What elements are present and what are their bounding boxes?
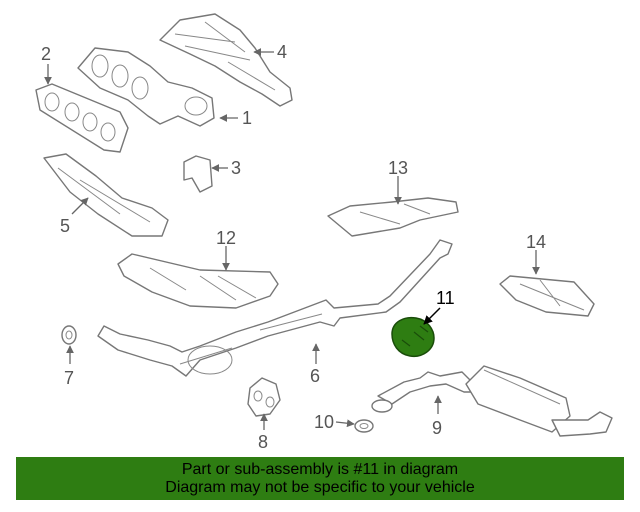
part-12-heat-shield[interactable] <box>117 253 279 309</box>
label-part-8: 8 <box>258 432 268 452</box>
label-part-2: 2 <box>41 44 51 64</box>
part-11-insulator-highlighted[interactable] <box>391 316 435 358</box>
label-part-13: 13 <box>388 158 408 178</box>
part-3-bracket[interactable] <box>183 155 213 193</box>
label-part-14: 14 <box>526 232 546 252</box>
notice-banner: Part or sub-assembly is #11 in diagram D… <box>16 457 624 500</box>
part-labels: 1 2 3 4 5 6 7 8 9 10 11 12 13 14 <box>41 42 546 452</box>
leader-lines <box>44 48 540 430</box>
label-part-10: 10 <box>314 412 334 432</box>
label-part-7: 7 <box>64 368 74 388</box>
label-part-1: 1 <box>242 108 252 128</box>
part-4-heat-shield[interactable] <box>159 13 293 107</box>
part-13-heat-shield[interactable] <box>327 197 459 237</box>
part-7-gasket[interactable] <box>61 325 77 345</box>
banner-line-part-info: Part or sub-assembly is #11 in diagram <box>181 461 459 478</box>
label-part-6: 6 <box>310 366 320 386</box>
label-part-5: 5 <box>60 216 70 236</box>
part-8-hanger[interactable] <box>247 377 281 417</box>
part-9-muffler-assembly[interactable] <box>371 365 613 437</box>
label-part-12: 12 <box>216 228 236 248</box>
part-2-manifold-gasket[interactable] <box>35 83 129 153</box>
label-part-4: 4 <box>277 42 287 62</box>
part-5-lower-heat-shield[interactable] <box>43 153 169 237</box>
label-part-3: 3 <box>231 158 241 178</box>
banner-line-disclaimer: Diagram may not be specific to your vehi… <box>165 479 475 496</box>
part-14-heat-shield[interactable] <box>499 275 595 317</box>
label-part-11-highlighted: 11 <box>436 288 455 308</box>
label-part-9: 9 <box>432 418 442 438</box>
part-10-gasket[interactable] <box>354 419 374 433</box>
part-6-front-pipe[interactable] <box>97 239 453 377</box>
exhaust-parts-diagram: 1 2 3 4 5 6 7 8 9 10 11 12 13 14 <box>35 13 613 452</box>
part-1-exhaust-manifold[interactable] <box>77 47 215 127</box>
